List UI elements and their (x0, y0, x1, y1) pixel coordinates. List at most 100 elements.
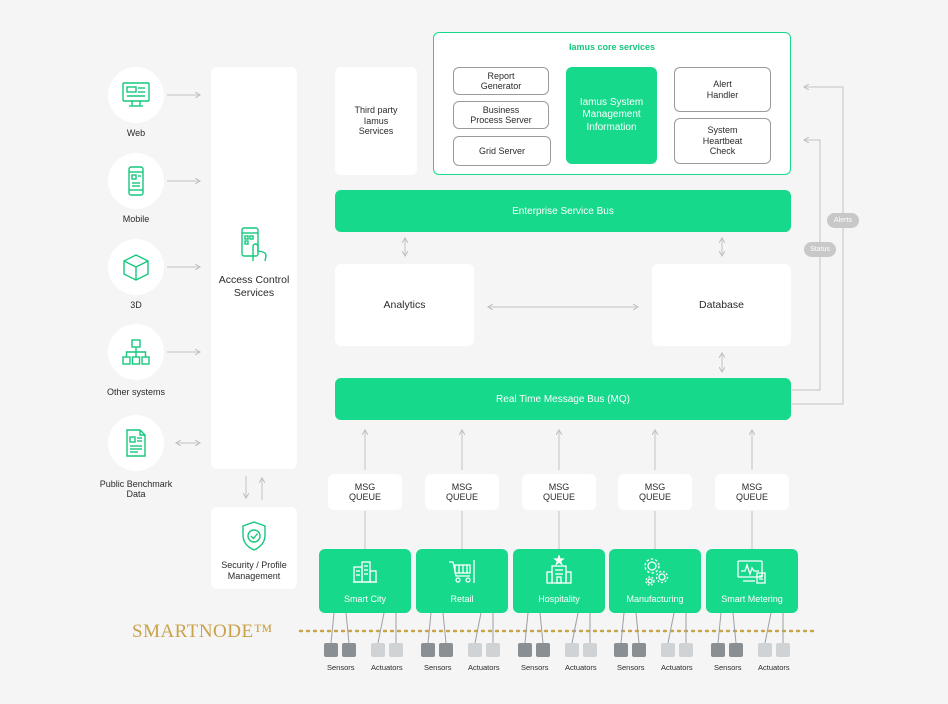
sensors-label: Sensors (521, 663, 549, 672)
actuator-square (371, 643, 385, 657)
sensor-connector (764, 612, 772, 644)
msg-queue-1[interactable]: MSG QUEUE (328, 474, 402, 510)
hierarchy-icon (122, 339, 150, 365)
sensor-square (342, 643, 356, 657)
msg-queue-4[interactable]: MSG QUEUE (618, 474, 692, 510)
sensors-label: Sensors (617, 663, 645, 672)
actuator-square (776, 643, 790, 657)
actuator-square (679, 643, 693, 657)
grid-server[interactable]: Grid Server (453, 136, 551, 166)
gears-icon (644, 558, 669, 586)
smartnode-logo: SMARTNODE™ (132, 621, 273, 642)
system-management-information[interactable]: Iamus System Management Information (566, 67, 657, 164)
sensors-label: Sensors (327, 663, 355, 672)
sensors-label: Sensors (714, 663, 742, 672)
access-control-label: Access Control Services (218, 274, 290, 299)
node-manufacturing[interactable]: Manufacturing (609, 549, 701, 613)
actuator-square (661, 643, 675, 657)
sensor-connector (571, 612, 579, 644)
sensor-connector (330, 612, 335, 644)
real-time-message-bus[interactable]: Real Time Message Bus (MQ) (335, 378, 791, 420)
actuator-square (583, 643, 597, 657)
analytics-box[interactable]: Analytics (335, 264, 474, 346)
client-label-public-benchmark: Public Benchmark Data (99, 479, 173, 499)
node-label-retail: Retail (450, 594, 474, 604)
node-smart-city[interactable]: Smart City (319, 549, 411, 613)
sensor-connector (442, 612, 447, 644)
hotel-icon (546, 555, 572, 584)
mobile-icon (128, 166, 144, 196)
cube-icon (123, 254, 149, 281)
sensor-square (518, 643, 532, 657)
node-label-smart-city: Smart City (343, 594, 386, 604)
web-circle[interactable] (108, 67, 164, 123)
sensor-connector (717, 612, 722, 644)
msg-queue-5[interactable]: MSG QUEUE (715, 474, 789, 510)
enterprise-service-bus[interactable]: Enterprise Service Bus (335, 190, 791, 232)
sensor-connector (474, 612, 482, 644)
business-process-server[interactable]: Business Process Server (453, 101, 549, 129)
sensor-connector (539, 612, 544, 644)
sensor-square (711, 643, 725, 657)
security-label: Security / Profile Management (221, 560, 287, 581)
actuator-square (486, 643, 500, 657)
sensor-square (614, 643, 628, 657)
alerts-pill: Alerts (827, 213, 859, 228)
actuator-square (468, 643, 482, 657)
core-services-title: Iamus core services (568, 42, 656, 52)
sensors-label: Sensors (424, 663, 452, 672)
document-icon (126, 429, 146, 457)
actuator-square (758, 643, 772, 657)
sensor-square (324, 643, 338, 657)
public-benchmark-circle[interactable] (108, 415, 164, 471)
sensor-square (421, 643, 435, 657)
security-panel[interactable]: Security / Profile Management (211, 507, 297, 589)
report-generator[interactable]: Report Generator (453, 67, 549, 95)
actuators-label: Actuators (758, 663, 790, 672)
node-label-hospitality: Hospitality (538, 594, 580, 604)
access-control-panel[interactable]: Access Control Services (211, 67, 297, 469)
actuators-label: Actuators (565, 663, 597, 672)
city-icon (353, 561, 377, 583)
msg-queue-3[interactable]: MSG QUEUE (522, 474, 596, 510)
node-label-manufacturing: Manufacturing (626, 594, 684, 604)
mobile-circle[interactable] (108, 153, 164, 209)
alert-handler[interactable]: Alert Handler (674, 67, 771, 112)
other-systems-circle[interactable] (108, 324, 164, 380)
cart-icon (449, 560, 475, 583)
sensor-connector (524, 612, 529, 644)
actuators-label: Actuators (371, 663, 403, 672)
sensor-connector (635, 612, 640, 644)
status-pill: Status (804, 242, 836, 257)
touch-phone-icon (241, 227, 267, 262)
node-smart-metering[interactable]: Smart Metering (706, 549, 798, 613)
sensor-connector (667, 612, 675, 644)
node-retail[interactable]: Retail (416, 549, 508, 613)
sensor-square (536, 643, 550, 657)
actuator-square (565, 643, 579, 657)
meter-icon (737, 560, 766, 584)
system-heartbeat-check[interactable]: System Heartbeat Check (674, 118, 771, 164)
database-box[interactable]: Database (652, 264, 791, 346)
sensor-square (439, 643, 453, 657)
client-label-web: Web (126, 128, 146, 138)
sensor-connector (427, 612, 432, 644)
sensor-square (632, 643, 646, 657)
client-label-mobile: Mobile (122, 214, 150, 224)
actuators-label: Actuators (661, 663, 693, 672)
sensor-connector (732, 612, 737, 644)
msg-queue-2[interactable]: MSG QUEUE (425, 474, 499, 510)
sensor-connector (377, 612, 385, 644)
sensor-connector (345, 612, 350, 644)
actuators-label: Actuators (468, 663, 500, 672)
shield-icon (242, 521, 266, 551)
3d-circle[interactable] (108, 239, 164, 295)
sensor-connector (620, 612, 625, 644)
node-hospitality[interactable]: Hospitality (513, 549, 605, 613)
third-party-services[interactable]: Third party Iamus Services (335, 67, 417, 175)
node-label-smart-metering: Smart Metering (721, 594, 783, 604)
web-icon (122, 82, 150, 107)
sensor-square (729, 643, 743, 657)
client-label-3d: 3D (130, 300, 142, 310)
